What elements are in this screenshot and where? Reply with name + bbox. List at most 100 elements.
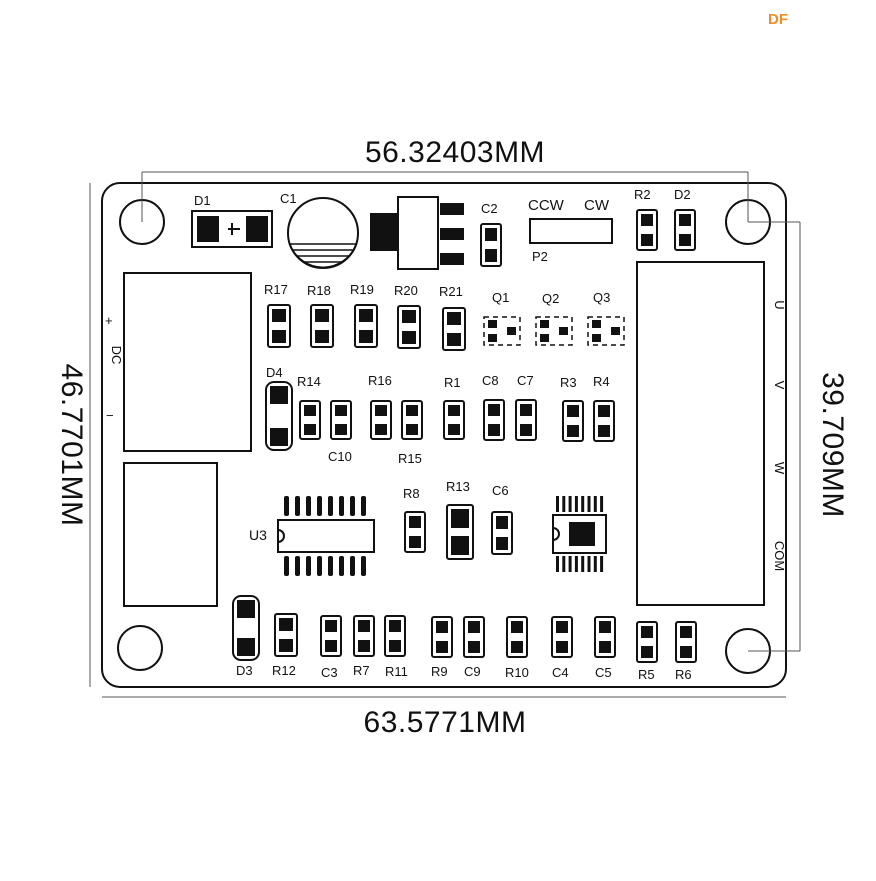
u3-pin-bottom-3 — [306, 556, 311, 576]
pad-c9 — [463, 616, 485, 658]
ic-soic — [552, 496, 607, 572]
connector-p2 — [529, 218, 613, 244]
label-d1: D1 — [194, 193, 211, 208]
diode-d1 — [191, 210, 273, 248]
pad-c5 — [594, 616, 616, 658]
u3-pin-bottom-4 — [317, 556, 322, 576]
pad-r5 — [636, 621, 658, 663]
pad-c4 — [551, 616, 573, 658]
label-r9: R9 — [431, 664, 448, 679]
label-c8: C8 — [482, 373, 499, 388]
u3-pin-bottom-5 — [328, 556, 333, 576]
dc-minus-label: − — [106, 408, 114, 423]
u3-pin-bottom-2 — [295, 556, 300, 576]
dc-terminal-block — [123, 272, 252, 452]
label-ccw: CCW — [528, 197, 565, 214]
label-r18: R18 — [307, 283, 331, 298]
label-c7: C7 — [517, 373, 534, 388]
label-cw: CW — [584, 197, 610, 214]
soic-pin-top-2 — [562, 496, 566, 512]
soic-pin-bottom-8 — [600, 556, 604, 572]
label-d2: D2 — [674, 187, 691, 202]
label-r4: R4 — [593, 374, 610, 389]
capacitor-c1 — [287, 197, 359, 269]
pad-r4 — [593, 400, 615, 442]
pad-c2 — [480, 223, 502, 267]
label-r20: R20 — [394, 283, 418, 298]
ic-u3 — [277, 496, 375, 576]
u3-pin-top-7 — [350, 496, 355, 516]
soic-pin-bottom-5 — [581, 556, 585, 572]
pad-c8 — [483, 399, 505, 441]
pad-c7 — [515, 399, 537, 441]
label-d4: D4 — [266, 365, 283, 380]
pad-c6 — [491, 511, 513, 555]
pad-r18 — [310, 304, 334, 348]
motor-terminal-block — [636, 261, 765, 606]
u3-pin-top-1 — [284, 496, 289, 516]
u3-pin-top-5 — [328, 496, 333, 516]
pad-c3 — [320, 615, 342, 657]
label-r16: R16 — [368, 373, 392, 388]
terminal-w-label: W — [772, 462, 787, 475]
pad-c10 — [330, 400, 352, 440]
dc-plus-label: + — [105, 313, 113, 328]
pad-r12 — [274, 613, 298, 657]
label-c2: C2 — [481, 201, 498, 216]
soic-pin-bottom-3 — [568, 556, 572, 572]
label-r7: R7 — [353, 663, 370, 678]
dim-bottom-label: 63.5771MM — [364, 706, 527, 739]
pad-r20 — [397, 305, 421, 349]
u3-pin-bottom-8 — [361, 556, 366, 576]
soic-pin-bottom-6 — [587, 556, 591, 572]
soic-pin-bottom-7 — [593, 556, 597, 572]
dim-right-label: 39.709MM — [816, 372, 849, 518]
label-c4: C4 — [552, 665, 569, 680]
pad-r2 — [636, 209, 658, 251]
u3-pin-top-8 — [361, 496, 366, 516]
label-r6: R6 — [675, 667, 692, 682]
board-outline — [101, 182, 787, 688]
pad-r1 — [443, 400, 465, 440]
label-r1: R1 — [444, 375, 461, 390]
transistor-q1 — [483, 316, 521, 346]
voltage-regulator — [370, 196, 464, 270]
terminal-u-label: U — [772, 300, 787, 309]
label-r8: R8 — [403, 486, 420, 501]
dimension-lines — [89, 171, 801, 698]
label-r2: R2 — [634, 187, 651, 202]
label-c5: C5 — [595, 665, 612, 680]
soic-pin-top-7 — [593, 496, 597, 512]
label-c1: C1 — [280, 191, 297, 206]
u3-pin-top-4 — [317, 496, 322, 516]
pad-d2 — [674, 209, 696, 251]
pad-r3 — [562, 400, 584, 442]
soic-pin-bottom-1 — [556, 556, 559, 572]
label-r14: R14 — [297, 374, 321, 389]
pad-r15 — [401, 400, 423, 440]
soic-pin-top-8 — [600, 496, 604, 512]
soic-pin-top-4 — [574, 496, 578, 512]
pad-r11 — [384, 615, 406, 657]
label-r15: R15 — [398, 451, 422, 466]
label-r17: R17 — [264, 282, 288, 297]
label-r19: R19 — [350, 282, 374, 297]
diode-d3 — [232, 595, 260, 661]
component-labels: C2 R2 D2 R17 R18 R19 R20 R21 Q1 Q2 Q3 D4… — [236, 187, 692, 682]
pad-r8 — [404, 511, 426, 553]
soic-pin-top-3 — [568, 496, 572, 512]
pad-r7 — [353, 615, 375, 657]
pad-r17 — [267, 304, 291, 348]
diode-d4 — [265, 381, 293, 451]
label-r21: R21 — [439, 284, 463, 299]
pad-r16 — [370, 400, 392, 440]
label-d3: D3 — [236, 663, 253, 678]
label-c10: C10 — [328, 449, 352, 464]
terminal-com-label: COM — [772, 541, 787, 571]
u3-pin-bottom-1 — [284, 556, 289, 576]
watermark-logo: DF — [768, 11, 788, 28]
label-r11: R11 — [385, 664, 408, 679]
terminal-v-label: V — [772, 381, 787, 390]
label-q1: Q1 — [492, 290, 509, 305]
